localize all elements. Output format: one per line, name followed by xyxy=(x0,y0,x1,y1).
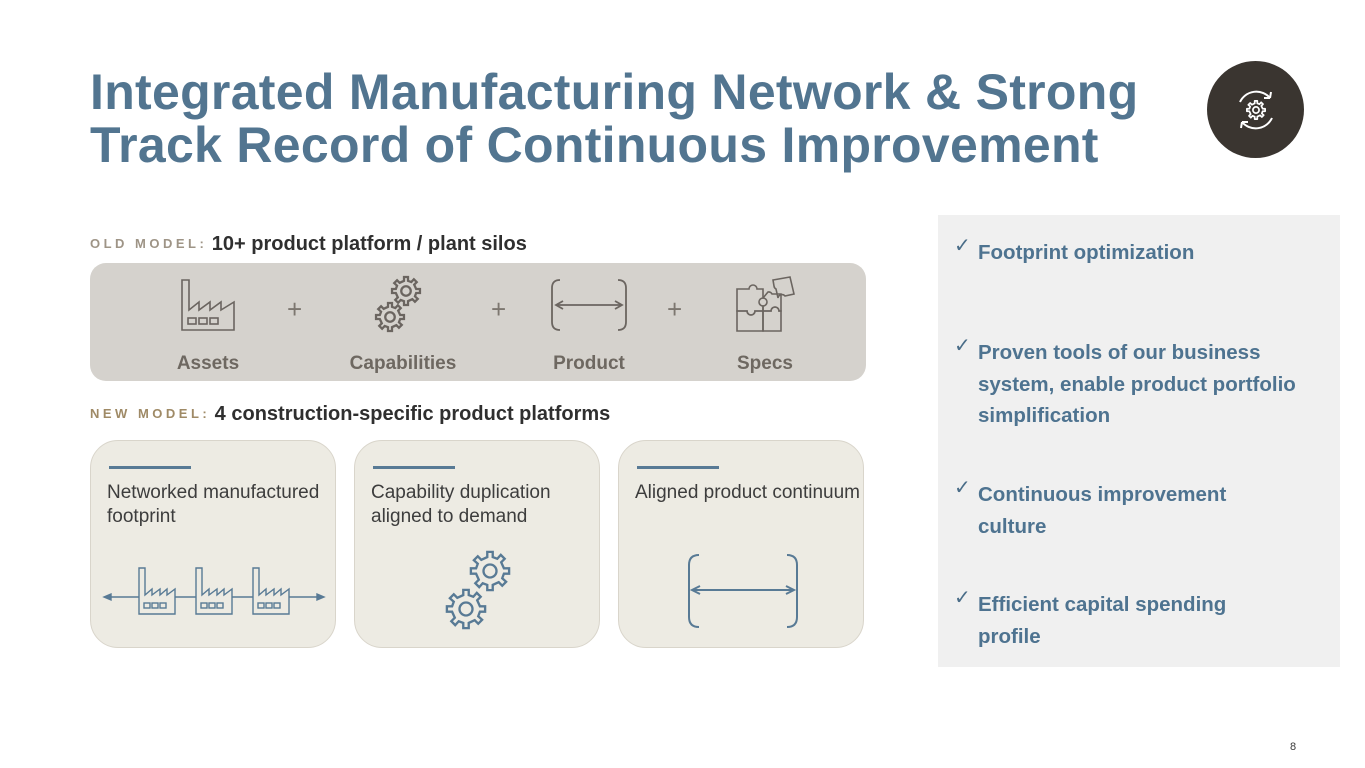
puzzle-icon xyxy=(736,276,795,332)
page-title: Integrated Manufacturing Network & Stron… xyxy=(90,64,1139,173)
card-text: Aligned product continuum xyxy=(635,482,860,503)
new-model-heading: NEW MODEL: 4 construction-specific produ… xyxy=(90,403,610,426)
plus-sign: + xyxy=(667,294,683,324)
card-accent-line xyxy=(637,466,719,469)
highlight-item: ✓ Continuous improvement culture xyxy=(954,477,1334,542)
card-text: Networked manufactured footprint xyxy=(107,482,320,527)
old-model-key: OLD MODEL: xyxy=(90,236,208,251)
highlight-text: Proven tools of our business system, ena… xyxy=(978,341,1296,427)
new-model-card-footprint: Networked manufactured footprint xyxy=(90,440,336,648)
card-accent-line xyxy=(373,466,455,469)
gears-icon xyxy=(445,550,511,630)
checkmark-icon: ✓ xyxy=(954,587,971,609)
plus-sign: + xyxy=(287,294,303,324)
highlight-text: Continuous improvement culture xyxy=(978,483,1227,538)
factory-network-icon xyxy=(102,567,326,615)
new-model-key: NEW MODEL: xyxy=(90,406,211,421)
checkmark-icon: ✓ xyxy=(954,335,971,357)
new-model-card-continuum: Aligned product continuum xyxy=(618,440,864,648)
old-model-item-assets: Assets xyxy=(176,353,240,374)
gears-icon xyxy=(374,275,422,333)
bracket-range-icon xyxy=(551,279,627,331)
page-number: 8 xyxy=(1290,741,1297,753)
highlight-item: ✓ Efficient capital spending profile xyxy=(954,587,1334,652)
card-accent-line xyxy=(109,466,191,469)
highlight-text: Footprint optimization xyxy=(978,241,1195,264)
old-model-item-specs: Specs xyxy=(737,353,793,374)
highlight-item: ✓ Proven tools of our business system, e… xyxy=(954,335,1334,432)
checkmark-icon: ✓ xyxy=(954,235,971,257)
factory-icon xyxy=(181,279,235,331)
old-model-item-capabilities: Capabilities xyxy=(349,353,457,374)
new-model-card-capability: Capability duplication aligned to demand xyxy=(354,440,600,648)
plus-sign: + xyxy=(491,294,507,324)
checkmark-icon: ✓ xyxy=(954,477,971,499)
bracket-range-icon xyxy=(688,554,798,628)
old-model-item-product: Product xyxy=(553,353,625,374)
gear-cycle-icon xyxy=(1207,61,1304,158)
highlight-text: Efficient capital spending profile xyxy=(978,593,1227,648)
old-model-heading: OLD MODEL: 10+ product platform / plant … xyxy=(90,233,527,256)
highlights-panel: ✓ Footprint optimization ✓ Proven tools … xyxy=(938,215,1340,667)
old-model-description: 10+ product platform / plant silos xyxy=(211,233,527,255)
new-model-description: 4 construction-specific product platform… xyxy=(214,403,611,425)
highlight-item: ✓ Footprint optimization xyxy=(954,235,1334,269)
card-text: Capability duplication aligned to demand xyxy=(371,482,551,527)
